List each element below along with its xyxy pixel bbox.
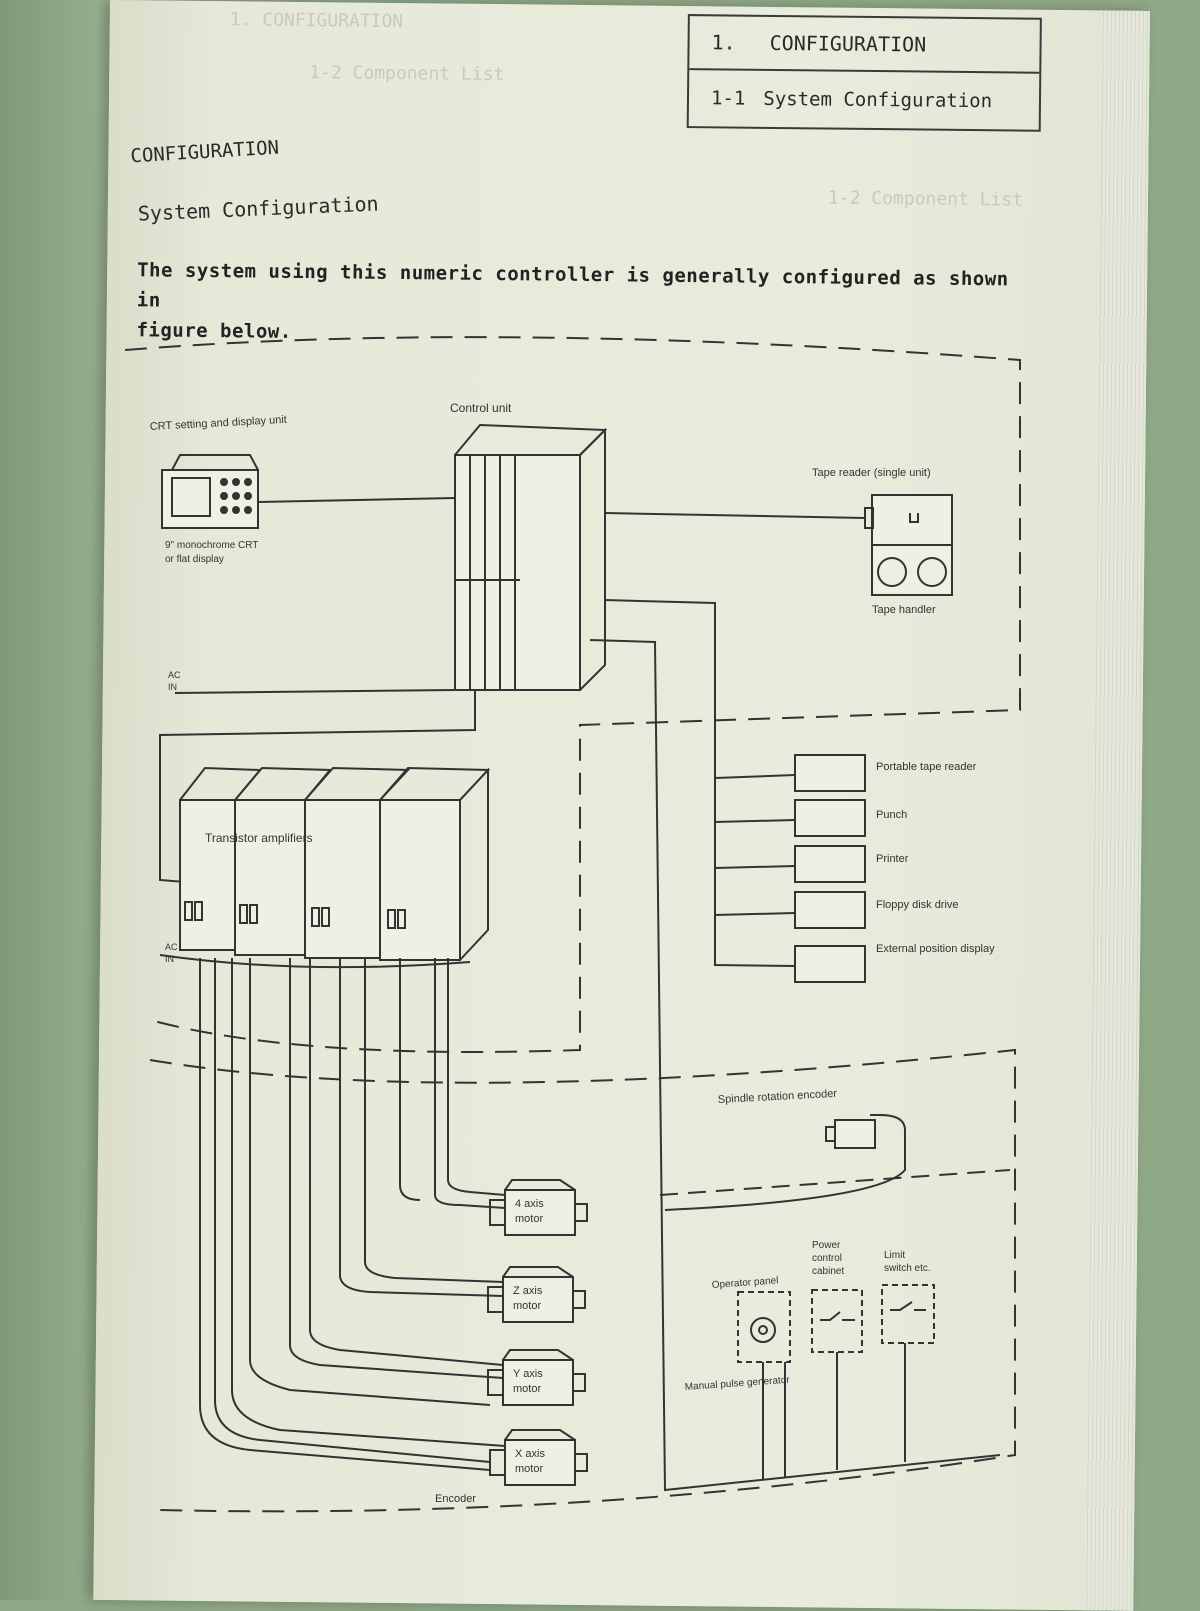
manual-pulse-label: Manual pulse generator xyxy=(684,1375,790,1393)
ac-in-label: AC xyxy=(165,942,178,952)
ac-in-label: AC xyxy=(168,670,181,680)
operator-panel-icon xyxy=(737,1291,791,1363)
operator-panel-label: Operator panel xyxy=(711,1275,778,1291)
power-cabinet-label: Power xyxy=(812,1240,841,1251)
portable-tape-reader-icon xyxy=(794,754,866,792)
machine-cabinet-boundary xyxy=(124,336,1021,1053)
peripheral-label: External position display xyxy=(876,943,995,955)
external-position-display-icon xyxy=(794,945,866,983)
transistor-amplifiers-icon xyxy=(179,766,491,961)
control-unit-icon xyxy=(454,423,608,691)
motor-label: X axis xyxy=(515,1448,545,1460)
spindle-encoder-label: Spindle rotation encoder xyxy=(718,1088,838,1106)
power-cabinet-label: cabinet xyxy=(812,1266,844,1277)
motor-y-axis-icon xyxy=(487,1349,586,1406)
peripheral-label: Portable tape reader xyxy=(876,761,977,773)
motor-label: Z axis xyxy=(513,1285,543,1297)
inner-boundary xyxy=(659,1169,1011,1196)
peripheral-label: Punch xyxy=(876,809,907,821)
power-cabinet-label: control xyxy=(812,1253,842,1264)
motor-4-axis-icon xyxy=(489,1179,588,1236)
peripheral-label: Printer xyxy=(876,853,909,865)
encoder-label: Encoder xyxy=(435,1493,476,1505)
motor-label: Y axis xyxy=(513,1368,543,1380)
crt-unit-label: CRT setting and display unit xyxy=(150,414,288,433)
ac-in-label: IN xyxy=(165,954,174,964)
machine-tool-boundary xyxy=(149,1048,1016,1513)
limit-switch-icon xyxy=(881,1284,935,1344)
tape-handler-label: Tape handler xyxy=(872,604,936,616)
ac-in-label: IN xyxy=(168,682,177,692)
manual-pulse-generator-icon xyxy=(750,1317,776,1343)
limit-switch-label: switch etc. xyxy=(884,1263,931,1274)
power-control-cabinet-icon xyxy=(811,1289,863,1353)
motor-label: 4 axis xyxy=(515,1198,544,1210)
motor-x-axis-icon xyxy=(489,1429,588,1486)
control-unit-label: Control unit xyxy=(450,401,512,415)
motor-label: motor xyxy=(513,1383,541,1395)
printer-icon xyxy=(794,845,866,883)
crt-note-label: or flat display xyxy=(165,554,224,565)
punch-icon xyxy=(794,799,866,837)
crt-note-label: 9" monochrome CRT xyxy=(165,540,258,551)
spindle-encoder-icon xyxy=(825,1119,876,1149)
motor-label: motor xyxy=(515,1213,543,1225)
limit-switch-label: Limit xyxy=(884,1250,905,1261)
motor-z-axis-icon xyxy=(487,1266,586,1323)
transistor-amplifiers-label: Transistor amplifiers xyxy=(205,831,313,845)
floppy-disk-drive-icon xyxy=(794,891,866,929)
crt-unit-icon xyxy=(161,454,259,529)
tape-reader-label: Tape reader (single unit) xyxy=(812,467,931,479)
tape-reader-icon xyxy=(864,494,953,596)
peripheral-label: Floppy disk drive xyxy=(876,899,959,911)
motor-label: motor xyxy=(515,1463,543,1475)
motor-label: motor xyxy=(513,1300,541,1312)
